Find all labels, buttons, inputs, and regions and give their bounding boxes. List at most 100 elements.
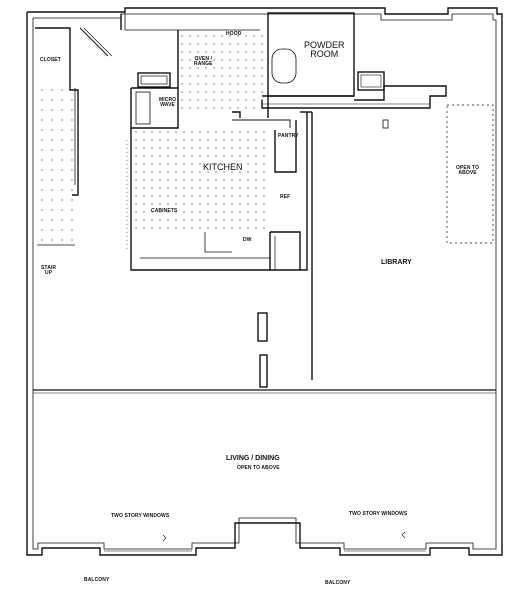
grid-dot <box>183 163 185 165</box>
grid-dot <box>237 99 239 101</box>
grid-dot <box>239 155 241 157</box>
grid-dot <box>237 67 239 69</box>
grid-dot <box>191 179 193 181</box>
living-dining-label: LIVING / DINING <box>226 455 280 462</box>
grid-dot <box>175 211 177 213</box>
grid-dot <box>221 59 223 61</box>
grid-dot <box>207 179 209 181</box>
grid-dot <box>41 89 43 91</box>
grid-dot <box>229 99 231 101</box>
grid-dot <box>213 107 215 109</box>
grid-dot <box>71 139 73 141</box>
grid-dot <box>71 189 73 191</box>
grid-dot <box>247 139 249 141</box>
grid-dot <box>41 119 43 121</box>
grid-dot <box>167 219 169 221</box>
grid-dot <box>245 51 247 53</box>
grid-dot <box>223 139 225 141</box>
grid-dot <box>199 139 201 141</box>
micro-wave-label: MICRO WAVE <box>159 97 177 109</box>
grid-dot <box>263 163 265 165</box>
grid-dot <box>239 171 241 173</box>
grid-dot <box>71 159 73 161</box>
grid-dot <box>135 139 137 141</box>
pantry-wall <box>274 130 297 173</box>
grid-dot <box>231 203 233 205</box>
grid-dot <box>223 203 225 205</box>
grid-dot <box>231 131 233 133</box>
grid-dot <box>175 171 177 173</box>
grid-dot <box>191 195 193 197</box>
grid-dot <box>245 83 247 85</box>
grid-dot <box>261 91 263 93</box>
grid-dot <box>215 219 217 221</box>
grid-dot <box>41 169 43 171</box>
grid-dot <box>175 203 177 205</box>
grid-dot <box>143 147 145 149</box>
grid-dot <box>253 83 255 85</box>
grid-dot <box>255 219 257 221</box>
grid-dot <box>191 219 193 221</box>
grid-dot <box>223 195 225 197</box>
grid-dot <box>223 179 225 181</box>
grid-dot <box>167 179 169 181</box>
grid-dot <box>261 35 263 37</box>
grid-dot <box>167 155 169 157</box>
two-story-windows-left-label: TWO STORY WINDOWS <box>111 513 170 519</box>
grid-dot <box>207 219 209 221</box>
grid-dot <box>151 187 153 189</box>
grid-dot <box>143 203 145 205</box>
grid-dot <box>71 209 73 211</box>
grid-dot <box>247 211 249 213</box>
grid-dot <box>207 227 209 229</box>
grid-dot <box>181 43 183 45</box>
grid-dot <box>261 43 263 45</box>
grid-dot <box>167 187 169 189</box>
grid-dot <box>51 219 53 221</box>
grid-dot <box>253 91 255 93</box>
grid-dot <box>263 131 265 133</box>
grid-dot <box>61 219 63 221</box>
grid-dot <box>255 155 257 157</box>
grid-dot <box>207 211 209 213</box>
balcony-left-label: BALCONY <box>84 577 110 583</box>
grid-dot <box>231 187 233 189</box>
open-to-above-void <box>446 104 494 244</box>
grid-dot <box>253 67 255 69</box>
grid-dot <box>253 75 255 77</box>
grid-dot <box>223 155 225 157</box>
grid-dot <box>189 43 191 45</box>
grid-dot <box>181 59 183 61</box>
powder-room-label: POWDER ROOM <box>304 40 345 60</box>
grid-dot <box>255 163 257 165</box>
grid-dot <box>135 147 137 149</box>
grid-dot <box>61 239 63 241</box>
grid-dot <box>215 187 217 189</box>
grid-dot <box>61 169 63 171</box>
grid-dot <box>245 91 247 93</box>
grid-dot <box>197 107 199 109</box>
grid-dot <box>167 211 169 213</box>
grid-dot <box>167 171 169 173</box>
grid-dot <box>51 209 53 211</box>
grid-dot <box>41 219 43 221</box>
grid-dot <box>135 219 137 221</box>
grid-dot <box>239 195 241 197</box>
grid-dot <box>207 155 209 157</box>
kitchen-wall-west <box>130 128 270 271</box>
grid-dot <box>199 203 201 205</box>
grid-dot <box>61 129 63 131</box>
grid-dot <box>181 67 183 69</box>
grid-dot <box>229 43 231 45</box>
grid-dot <box>61 89 63 91</box>
ref-label: REF <box>280 194 291 200</box>
grid-dot <box>159 155 161 157</box>
grid-dot <box>263 179 265 181</box>
grid-dot <box>71 169 73 171</box>
grid-dot <box>181 35 183 37</box>
grid-dot <box>223 131 225 133</box>
grid-dot <box>175 131 177 133</box>
grid-dot <box>247 203 249 205</box>
stair-up-label: STAIR UP <box>41 265 57 277</box>
